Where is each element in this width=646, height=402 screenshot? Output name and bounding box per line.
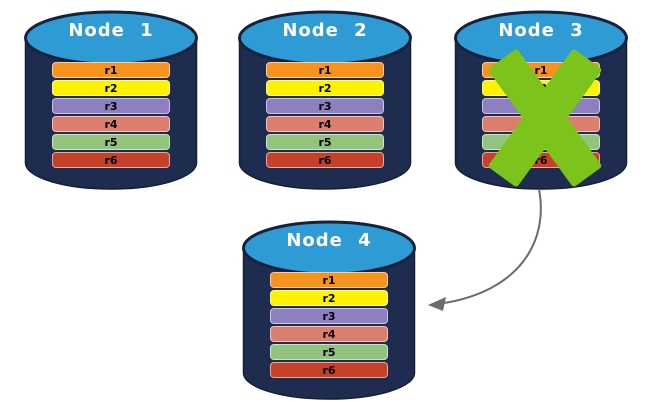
row-label: r2 — [318, 81, 332, 95]
replica-row-r3: r3 — [266, 98, 384, 114]
node-4: Node 4 r1 r2 r3 r4 r5 r6 — [240, 216, 418, 402]
row-label: r6 — [322, 363, 336, 377]
replica-row-r4: r4 — [482, 116, 600, 132]
row-label: r6 — [534, 153, 548, 167]
row-label: r3 — [534, 99, 548, 113]
replica-row-r6: r6 — [482, 152, 600, 168]
row-label: r2 — [534, 81, 548, 95]
replica-row-r5: r5 — [270, 344, 388, 360]
replica-row-r1: r1 — [482, 62, 600, 78]
arrow-head-icon — [428, 297, 446, 311]
replica-row-r1: r1 — [270, 272, 388, 288]
node-4-title: Node 4 — [286, 230, 372, 251]
row-label: r6 — [104, 153, 118, 167]
replica-row-r5: r5 — [266, 134, 384, 150]
replica-row-r5: r5 — [482, 134, 600, 150]
row-label: r3 — [318, 99, 332, 113]
row-label: r4 — [318, 117, 332, 131]
row-label: r5 — [104, 135, 118, 149]
node-3-title: Node 3 — [498, 20, 584, 41]
row-label: r4 — [104, 117, 118, 131]
replica-row-r4: r4 — [270, 326, 388, 342]
node-2: Node 2 r1 r2 r3 r4 r5 r6 — [236, 6, 414, 192]
row-label: r1 — [322, 273, 336, 287]
replica-row-r4: r4 — [52, 116, 170, 132]
row-label: r1 — [534, 63, 548, 77]
row-label: r1 — [104, 63, 118, 77]
node-1: Node 1 r1 r2 r3 r4 r5 r6 — [22, 6, 200, 192]
replica-row-r1: r1 — [266, 62, 384, 78]
row-label: r2 — [322, 291, 336, 305]
node-1-title: Node 1 — [68, 20, 154, 41]
node-3: Node 3 r1 r2 r3 r4 r5 r6 — [452, 6, 630, 192]
replica-row-r5: r5 — [52, 134, 170, 150]
node-3-rows: r1 r2 r3 r4 r5 r6 — [482, 62, 600, 170]
replica-row-r2: r2 — [482, 80, 600, 96]
replica-row-r4: r4 — [266, 116, 384, 132]
replica-row-r2: r2 — [270, 290, 388, 306]
row-label: r1 — [318, 63, 332, 77]
replica-row-r1: r1 — [52, 62, 170, 78]
row-label: r2 — [104, 81, 118, 95]
node-2-rows: r1 r2 r3 r4 r5 r6 — [266, 62, 384, 170]
arrow-curve — [443, 188, 542, 304]
replica-row-r6: r6 — [266, 152, 384, 168]
node-2-title: Node 2 — [282, 20, 368, 41]
row-label: r5 — [322, 345, 336, 359]
replica-row-r6: r6 — [52, 152, 170, 168]
row-label: r5 — [318, 135, 332, 149]
replica-row-r2: r2 — [52, 80, 170, 96]
row-label: r6 — [318, 153, 332, 167]
row-label: r3 — [104, 99, 118, 113]
row-label: r3 — [322, 309, 336, 323]
row-label: r4 — [534, 117, 548, 131]
node-1-rows: r1 r2 r3 r4 r5 r6 — [52, 62, 170, 170]
replica-row-r6: r6 — [270, 362, 388, 378]
row-label: r5 — [534, 135, 548, 149]
replica-row-r2: r2 — [266, 80, 384, 96]
node-4-rows: r1 r2 r3 r4 r5 r6 — [270, 272, 388, 380]
replica-row-r3: r3 — [52, 98, 170, 114]
rebalance-arrow — [428, 188, 542, 311]
replica-row-r3: r3 — [482, 98, 600, 114]
row-label: r4 — [322, 327, 336, 341]
replica-row-r3: r3 — [270, 308, 388, 324]
